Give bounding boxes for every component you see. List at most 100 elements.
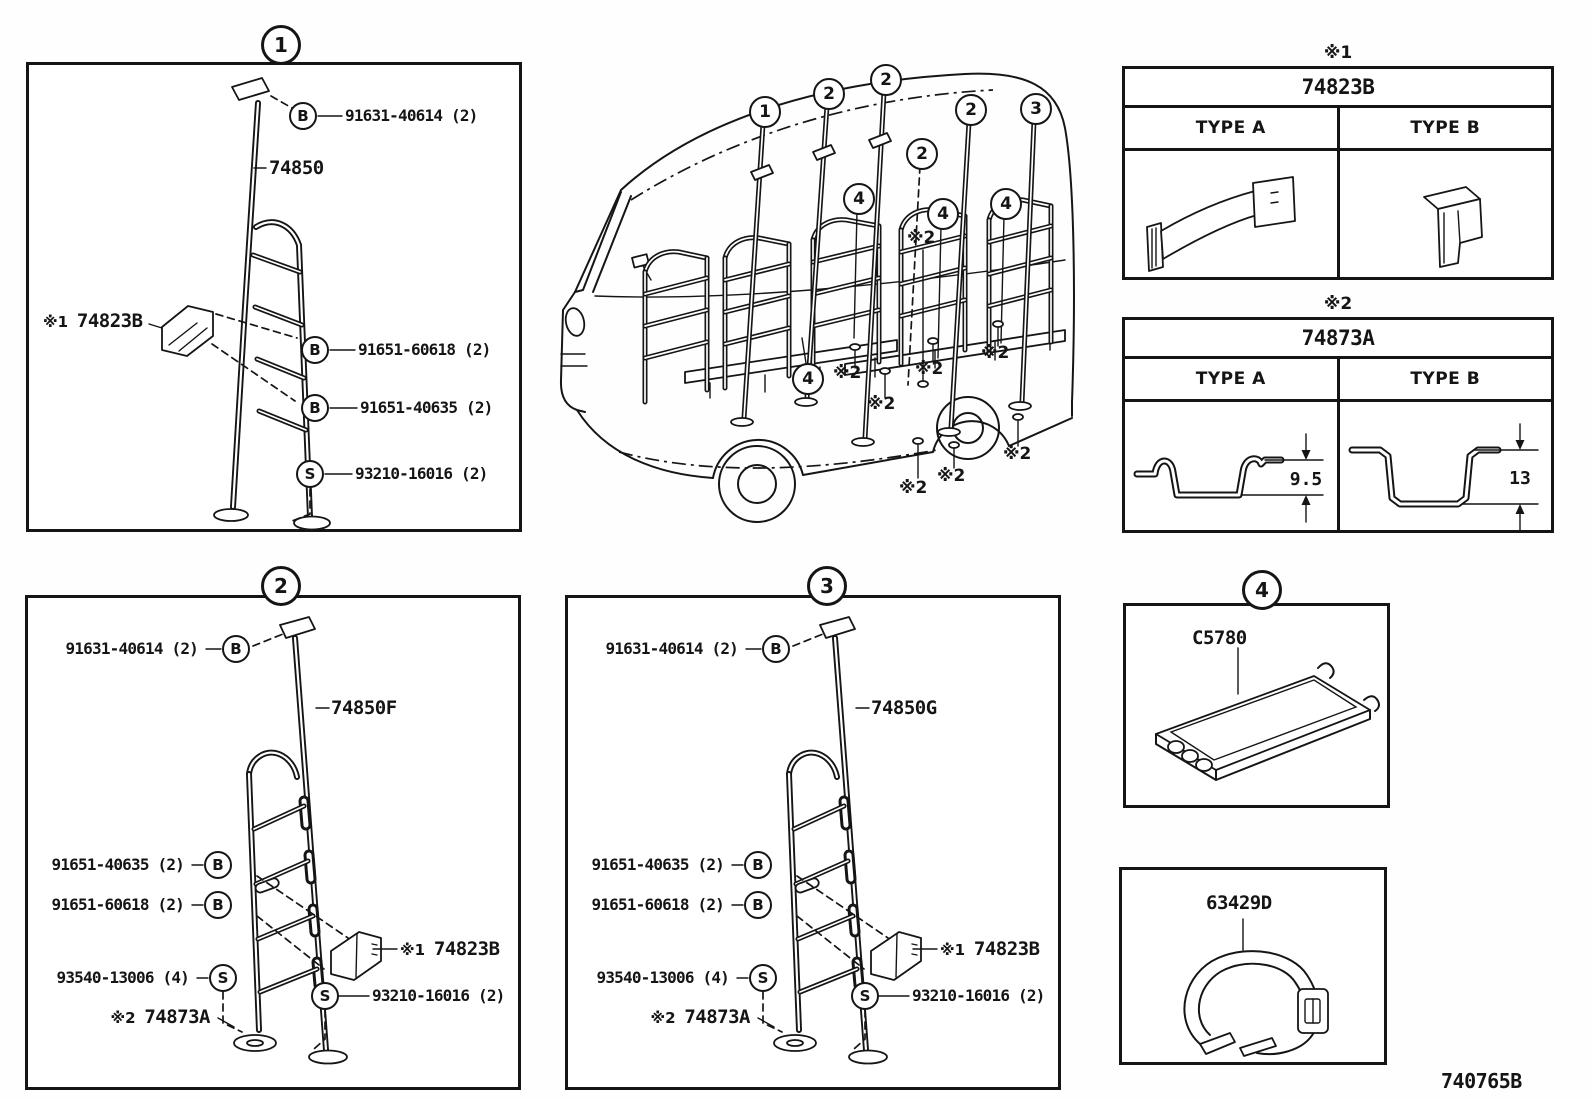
- screw-letter: S: [319, 987, 331, 1005]
- part-label-74850f: 74850F: [331, 697, 397, 719]
- part-label-93540-13006: 93540-13006 (4): [596, 968, 730, 987]
- screw-letter: S: [757, 969, 769, 987]
- van-body-outline: [559, 72, 1075, 479]
- part-label-74850: 74850: [269, 157, 324, 179]
- type-b-header: TYPE B: [1410, 118, 1481, 138]
- leader-lines: [731, 633, 938, 1050]
- ref1-mark: ※1: [940, 941, 966, 959]
- bolt-symbol: B: [744, 851, 772, 879]
- bolt-letter: B: [309, 341, 321, 359]
- callout-digit: 4: [802, 369, 814, 389]
- bolt-symbol: B: [204, 851, 232, 879]
- screw-symbol: S: [851, 982, 879, 1010]
- bolt-letter: B: [309, 399, 321, 417]
- table-type-header-row: TYPE A TYPE B: [1125, 108, 1551, 151]
- clip-leaders: [849, 249, 1024, 479]
- part-label-93540-13006: 93540-13006 (4): [56, 968, 190, 987]
- part-label-91631-40614: 91631-40614 (2): [65, 639, 199, 658]
- part-label-93210-16016: 93210-16016 (2): [912, 986, 1045, 1005]
- screw-symbol: S: [296, 460, 324, 488]
- dim-9-5: 9.5: [1290, 469, 1323, 490]
- table-part-number: 74873A: [1125, 320, 1551, 359]
- bolt-letter: B: [752, 896, 764, 914]
- table-part-number: 74823B: [1125, 69, 1551, 108]
- table-figures-row: [1125, 151, 1551, 277]
- panel-3-art: [731, 616, 938, 1065]
- part-label-91651-40635: 91651-40635 (2): [591, 855, 725, 874]
- screw-symbol: S: [209, 964, 237, 992]
- van-callout-2: 2: [955, 94, 987, 126]
- bolt-symbol: B: [222, 635, 250, 663]
- screw-symbol: S: [749, 964, 777, 992]
- part-label-c5780: C5780: [1192, 627, 1247, 649]
- panel-2-grip-74850f: 2: [25, 566, 521, 1090]
- type-b-header: TYPE B: [1410, 369, 1481, 389]
- callout-digit: 2: [880, 70, 892, 90]
- type-a-figure-cell: [1125, 151, 1340, 277]
- screw-symbol: S: [311, 982, 339, 1010]
- callout-digit: 2: [916, 144, 928, 164]
- drawing-number: 740765B: [1441, 1069, 1522, 1093]
- bolt-symbol: B: [744, 891, 772, 919]
- strap-band-drawing: [1183, 918, 1329, 1057]
- part-label-74873a: ※2 74873A: [110, 1006, 210, 1028]
- panel-4-art: [1155, 647, 1380, 781]
- callout-digit: 2: [965, 100, 977, 120]
- leader-lines: [148, 95, 358, 522]
- table-type-header-row: TYPE A TYPE B: [1125, 359, 1551, 402]
- bolt-symbol: B: [301, 394, 329, 422]
- profile-type-a-art: 9.5: [1133, 433, 1324, 523]
- grip-74850-drawing: [213, 77, 331, 529]
- bolt-letter: B: [230, 640, 242, 658]
- part-label-91631-40614: 91631-40614 (2): [605, 639, 739, 658]
- van-callout-4: 4: [792, 363, 824, 395]
- bracket-type-b-art: [1422, 186, 1483, 268]
- bracket-74823b-drawing: [330, 931, 382, 981]
- profile-type-b-art: 13: [1348, 423, 1539, 531]
- callout-poles: [730, 89, 1037, 447]
- panel-1-grip-74850: 1: [26, 25, 522, 532]
- front-wheel: [718, 445, 796, 523]
- ref2-mark: ※2: [981, 343, 1010, 363]
- part-label-91631-40614: 91631-40614 (2): [345, 106, 478, 125]
- part-label-91651-60618: 91651-60618 (2): [358, 340, 491, 359]
- bolt-letter: B: [297, 107, 309, 125]
- part-number: 74823B: [76, 310, 143, 332]
- panel-3-grip-74850g: 3: [565, 566, 1061, 1090]
- panel-strap-63429d: 63429D: [1119, 867, 1387, 1065]
- callout-digit: 2: [823, 84, 835, 104]
- ref2-mark: ※2: [1003, 444, 1032, 464]
- type-a-header: TYPE A: [1125, 359, 1340, 399]
- part-label-74823b: ※1 74823B: [400, 938, 500, 960]
- panel-1-number-badge: 1: [261, 25, 301, 65]
- part-label-74873a: ※2 74873A: [650, 1006, 750, 1028]
- dim-13: 13: [1509, 468, 1531, 489]
- part-label-74823b: ※1 74823B: [940, 938, 1040, 960]
- table-74873a-types: ※2 74873A TYPE A TYPE B 9.5: [1122, 294, 1554, 533]
- part-label-93210-16016: 93210-16016 (2): [355, 464, 488, 483]
- strap-art: [1183, 918, 1329, 1057]
- ref2-mark: ※2: [937, 466, 966, 486]
- bolt-letter: B: [212, 896, 224, 914]
- panel-3-number: 3: [820, 574, 834, 598]
- van-callout-2: 2: [813, 78, 845, 110]
- ref2-mark: ※2: [833, 363, 862, 383]
- ref1-mark: ※1: [1323, 43, 1353, 63]
- callout-digit: 4: [1000, 194, 1012, 214]
- panel-2-number: 2: [274, 574, 288, 598]
- part-label-74850g: 74850G: [871, 697, 937, 719]
- part-number: 74873A: [144, 1006, 210, 1028]
- part-label-91651-40635: 91651-40635 (2): [360, 398, 493, 417]
- ref2-mark: ※2: [867, 394, 896, 414]
- van-callout-1: 1: [749, 96, 781, 128]
- step-tray-drawing: [1155, 647, 1380, 781]
- callout-digit: 3: [1030, 99, 1042, 119]
- ref2-mark: ※2: [907, 228, 936, 248]
- ref2-mark: ※2: [110, 1009, 136, 1027]
- bolt-symbol: B: [204, 891, 232, 919]
- callout-digit: 4: [853, 189, 865, 209]
- panel-4-number-badge: 4: [1242, 570, 1282, 610]
- leader-lines: [191, 633, 398, 1050]
- part-number: 74873A: [684, 1006, 750, 1028]
